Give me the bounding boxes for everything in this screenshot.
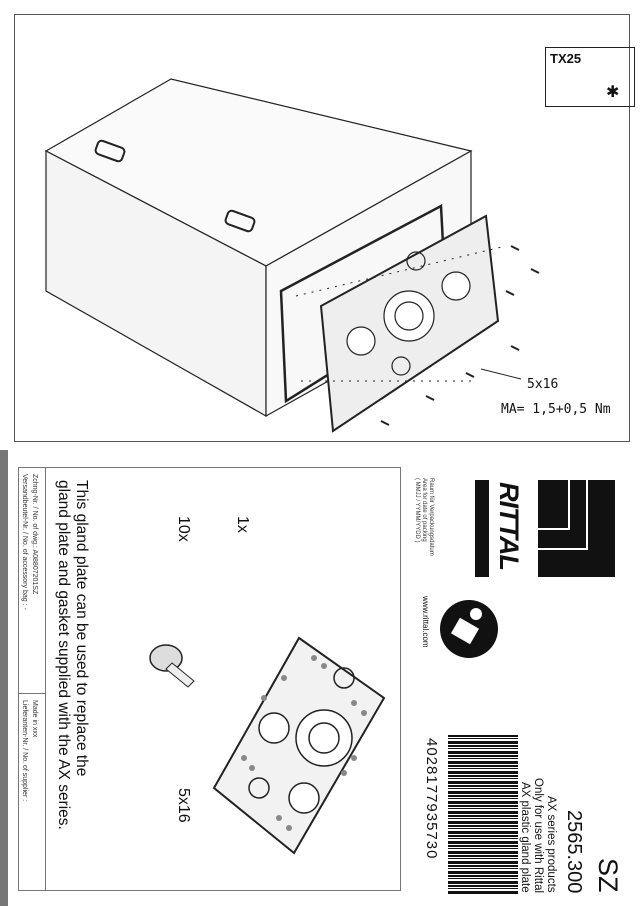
description-text: This gland plate can be used to replace … xyxy=(55,480,90,830)
plate-quantity: 1x xyxy=(234,516,251,533)
drawing-number: Zchng-Nr. / No. of dwg.: A08807201SZ xyxy=(31,474,38,595)
packing-date-area: Raum für Verpackungsdatum Area for date … xyxy=(414,478,434,556)
gland-plate-illustration xyxy=(212,636,386,855)
supplier-number: Lieferanten-Nr. / No. of supplier : xyxy=(21,700,28,802)
tool-indicator: TX25 ✱ xyxy=(545,47,635,107)
barcode xyxy=(448,735,518,895)
website: www.rittal.com xyxy=(421,596,430,648)
ean-number: 4028177935730 xyxy=(423,738,440,860)
made-in: Made in xxx xyxy=(31,700,38,738)
screw-size: 5x16 xyxy=(175,788,192,823)
torx-icon: ✱ xyxy=(606,84,620,101)
product-code: SZ xyxy=(593,858,623,893)
label-content-box: Zchng-Nr. / No. of dwg.: A08807201SZ Ver… xyxy=(18,467,401,891)
article-number: 2565.300 xyxy=(563,809,585,893)
enclosure-drawing xyxy=(44,78,540,433)
page-edge xyxy=(0,450,8,906)
brand-name: RITTAL xyxy=(494,482,524,570)
product-description: AX series products Only for use with Rit… xyxy=(519,777,557,893)
tool-label: TX25 xyxy=(550,51,582,66)
rittal-logo: RITTAL xyxy=(475,480,615,577)
screw-illustration xyxy=(149,644,195,688)
screw-quantity: 10x xyxy=(175,516,192,542)
torque-spec: MA= 1,5+0,5 Nm xyxy=(501,402,611,417)
accessory-bag-number: Versandbeutel-Nr. / No. of accessory bag… xyxy=(21,474,28,610)
read-instructions-icon xyxy=(440,600,498,658)
assembly-drawing-panel: TX25 ✱ 5x16 MA= 1,5+0,5 Nm xyxy=(14,14,635,442)
screw-spec: 5x16 xyxy=(527,377,559,392)
